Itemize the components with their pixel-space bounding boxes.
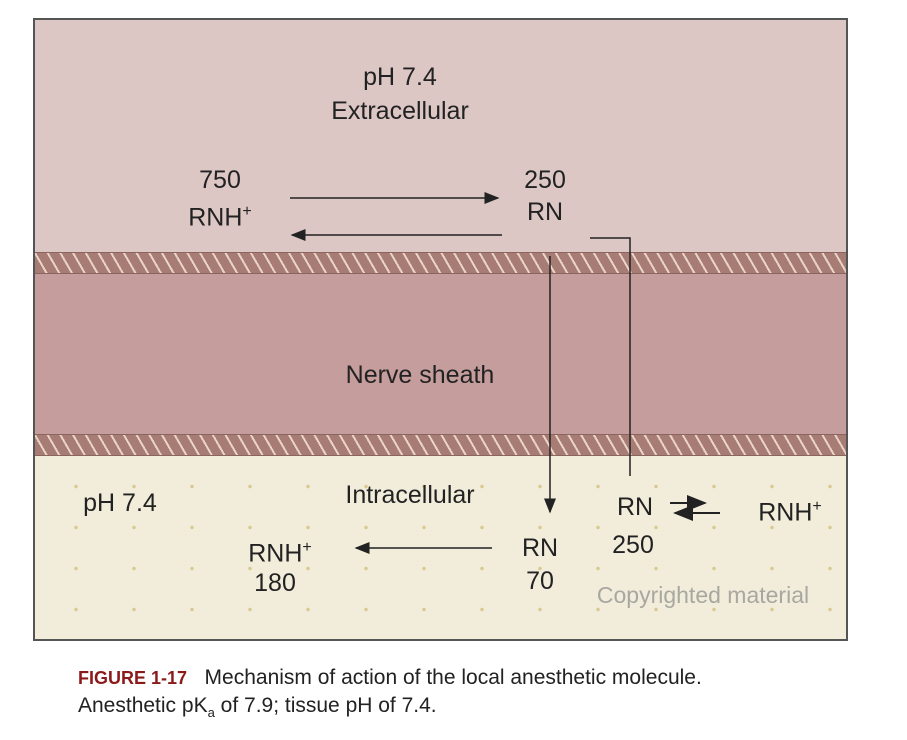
intra-rn-species: RN xyxy=(521,534,559,562)
intracellular-label: Intracellular xyxy=(345,481,475,509)
membrane-bottom xyxy=(35,434,846,456)
eq-rn-value: 250 xyxy=(612,531,654,559)
figure-caption: FIGURE 1-17 Mechanism of action of the l… xyxy=(78,666,702,721)
membrane-top xyxy=(35,252,846,274)
copyright-watermark: Copyrighted material xyxy=(596,582,810,608)
intra-rn-value: 70 xyxy=(526,567,554,595)
extra-rn-species: RN xyxy=(526,198,564,226)
extracellular-label: Extracellular xyxy=(331,97,469,125)
extra-rnh-value: 750 xyxy=(199,166,241,194)
extracellular-ph: pH 7.4 xyxy=(363,63,437,91)
intra-rnh-species: RNH+ xyxy=(248,539,312,568)
intra-rnh-value: 180 xyxy=(254,569,296,597)
diffusion-path xyxy=(590,237,631,476)
extra-rnh-species: RNH+ xyxy=(188,203,252,232)
nerve-sheath-label: Nerve sheath xyxy=(345,361,495,389)
eq-rnh-species: RNH+ xyxy=(758,498,822,527)
nerve-sheath-region xyxy=(35,274,846,434)
extracellular-region xyxy=(35,20,846,252)
eq-rn-species: RN xyxy=(616,493,654,521)
intracellular-ph: pH 7.4 xyxy=(83,489,157,517)
extra-rn-value: 250 xyxy=(524,166,566,194)
figure-number: FIGURE 1-17 xyxy=(78,668,188,688)
